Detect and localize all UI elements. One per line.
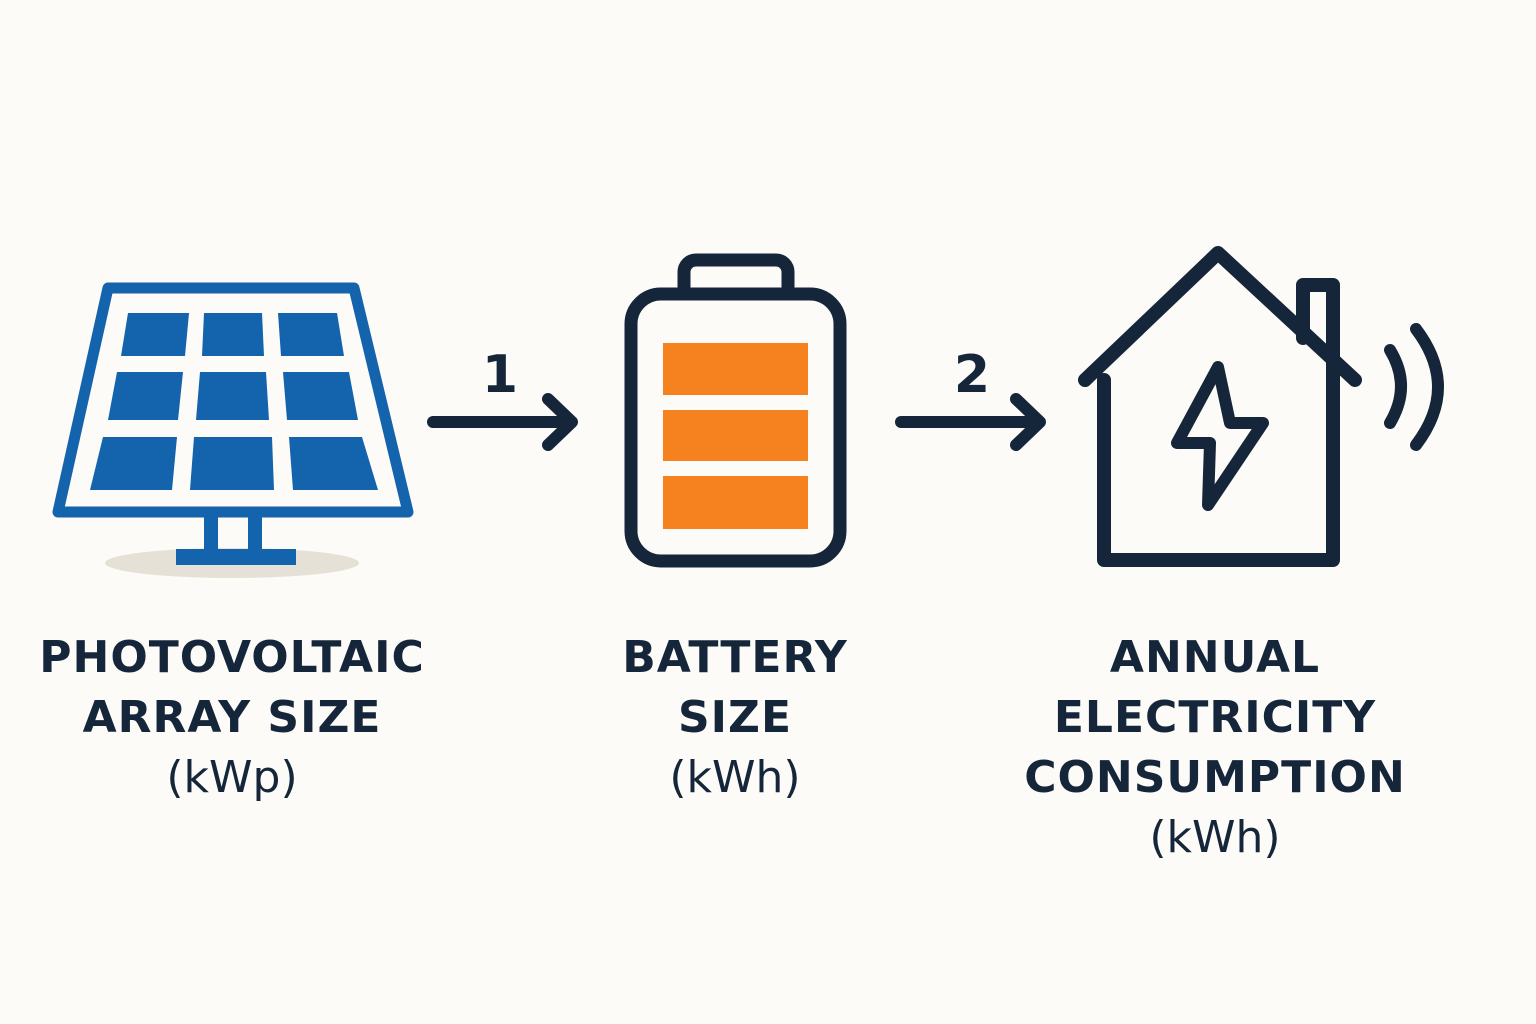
solar-cell (283, 372, 358, 420)
solar-cell (121, 313, 189, 356)
solar-panel-stand-left (204, 514, 218, 558)
solar-panel-stand-right (248, 514, 262, 558)
solar-cell (108, 372, 183, 420)
solar-cell (196, 372, 269, 420)
step-number-1: 1 (482, 345, 518, 405)
battery-title-line-1: BATTERY (622, 632, 848, 683)
solar-cell (190, 437, 274, 490)
consumption-title-line-2: ELECTRICITY (1053, 692, 1377, 743)
consumption-label: ANNUAL ELECTRICITY CONSUMPTION (kWh) (990, 628, 1440, 868)
solar-panel-base (176, 549, 296, 565)
battery-charge-segment (663, 343, 808, 395)
house-outline (1078, 246, 1362, 567)
battery-charge-segment (663, 410, 808, 461)
battery-unit: (kWh) (669, 752, 801, 803)
pv-title-line-1: PHOTOVOLTAIC (39, 632, 425, 683)
step-number-2: 2 (954, 345, 990, 405)
signal-wave-inner (1384, 344, 1407, 429)
battery-icon (624, 253, 847, 568)
lightning-bolt-icon (1171, 361, 1269, 511)
arrow-1-head (542, 393, 578, 451)
solar-panel-icon (52, 282, 414, 578)
arrow-2-head (1010, 393, 1046, 451)
arrow-2: 2 (895, 345, 1046, 451)
battery-label: BATTERY SIZE (kWh) (560, 628, 910, 808)
solar-panel-cells (90, 313, 378, 490)
consumption-title-line-3: CONSUMPTION (1024, 752, 1406, 803)
pv-unit: (kWp) (166, 752, 298, 803)
solar-cell (202, 313, 264, 356)
house-electricity-icon (1078, 246, 1444, 567)
consumption-title-line-1: ANNUAL (1109, 632, 1321, 683)
pv-array-label: PHOTOVOLTAIC ARRAY SIZE (kWp) (22, 628, 442, 808)
solar-cell (90, 437, 177, 490)
pv-title-line-2: ARRAY SIZE (82, 692, 382, 743)
consumption-unit: (kWh) (1149, 812, 1281, 863)
solar-cell (289, 437, 378, 490)
battery-charge-segment (663, 476, 808, 529)
arrow-1: 1 (427, 345, 578, 451)
solar-panel-frame (52, 282, 414, 518)
signal-wave-outer (1410, 323, 1444, 451)
battery-title-line-2: SIZE (677, 692, 793, 743)
solar-cell (278, 313, 344, 356)
